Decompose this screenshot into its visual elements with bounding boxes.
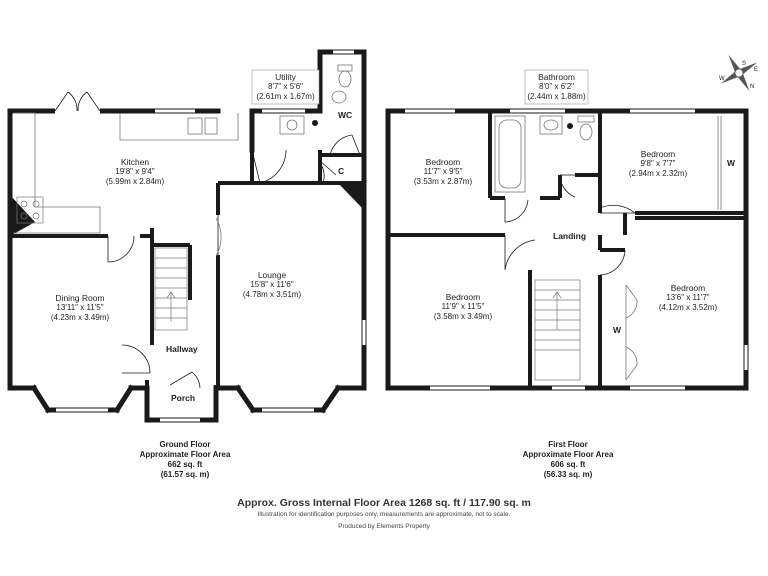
floor-area-sqm: (61.57 sq. m) (160, 470, 210, 479)
hob-icon (16, 196, 44, 224)
ground-floor-summary: Ground Floor Approximate Floor Area 662 … (110, 440, 260, 480)
room-dimensions-m: (5.99m x 2.84m) (105, 177, 165, 186)
floor-area-sqft: 662 sq. ft (167, 460, 203, 469)
room-label-bedroom-front-right: Bedroom 9'8" x 7'7" (2.94m x 2.32m) (613, 149, 703, 179)
floor-title: Ground Floor (159, 440, 211, 449)
boiler-icon (312, 120, 318, 126)
ground-floor-interior-walls (10, 150, 364, 388)
first-floor-plan (385, 108, 749, 391)
room-label-lounge: Lounge 15'8" x 11'6" (4.78m x 3.51m) (227, 270, 317, 300)
room-dimensions-m: (2.44m x 1.88m) (527, 92, 586, 101)
room-dimensions-ft: 15'8" x 11'6" (250, 280, 294, 289)
sink-icon (187, 117, 218, 135)
room-dimensions-ft: 11'7" x 9'5" (423, 167, 463, 176)
room-label-bedroom-rear-right: Bedroom 13'6" x 11'7" (4.12m x 3.52m) (643, 283, 733, 313)
kitchen-french-doors (54, 91, 101, 114)
room-label-utility: Utility 8'7" x 5'6" (2.61m x 1.67m) (252, 72, 319, 102)
floor-subtitle: Approximate Floor Area (522, 450, 614, 459)
room-dimensions-m: (3.58m x 3.49m) (433, 312, 493, 321)
room-label-landing: Landing (553, 231, 587, 241)
bath-icon (494, 115, 526, 193)
room-name: Bedroom (640, 149, 676, 159)
compass-west-label: W (719, 76, 725, 82)
room-dimensions-ft: 13'11" x 11'5" (56, 303, 104, 312)
utility-label-box (251, 69, 320, 105)
ground-floor-window-frames (56, 49, 367, 423)
room-dimensions-m: (3.53m x 2.87m) (413, 177, 473, 186)
compass-rose-icon: N S E W (719, 54, 758, 92)
floor-subtitle: Approximate Floor Area (139, 450, 231, 459)
bathroom-toilet-icon (577, 115, 595, 141)
room-dimensions-m: (4.12m x 3.52m) (658, 303, 718, 312)
compass-north-label: N (750, 84, 754, 90)
first-floor-summary: First Floor Approximate Floor Area 606 s… (493, 440, 643, 480)
room-label-bedroom-rear-left: Bedroom 11'9" x 11'5" (3.58m x 3.49m) (418, 292, 508, 322)
room-name: Kitchen (120, 157, 150, 167)
compass-south-label: S (742, 61, 746, 67)
wc-toilet-icon (331, 64, 353, 104)
room-label-kitchen: Kitchen 19'8" x 9'4" (5.99m x 2.84m) (90, 157, 180, 187)
ground-floor-windows (56, 50, 366, 422)
room-label-dining-room: Dining Room 13'11" x 11'5" (4.23m x 3.49… (35, 293, 125, 323)
room-dimensions-m: (4.23m x 3.49m) (50, 313, 110, 322)
utility-sink-icon (279, 115, 305, 135)
wardrobe-label-front: W (727, 158, 736, 168)
kitchen-worktop (13, 112, 239, 234)
room-dimensions-ft: 8'7" x 5'6" (268, 82, 303, 91)
room-name: Bedroom (445, 292, 481, 302)
basin-icon (539, 115, 563, 135)
room-dimensions-m: (4.78m x 3.51m) (242, 290, 302, 299)
room-dimensions-ft: 8'0" x 6'2" (539, 82, 574, 91)
wardrobe-front-bedroom (717, 116, 722, 210)
floor-title: First Floor (548, 440, 588, 449)
disclaimer-note: Illustration for identification purposes… (257, 511, 511, 518)
ground-floor-staircase (154, 247, 188, 331)
first-floor-window-frames (405, 108, 749, 391)
room-label-bedroom-front-left: Bedroom 11'7" x 9'5" (3.53m x 2.87m) (398, 157, 488, 187)
first-floor-windows (405, 109, 748, 390)
room-label-cupboard: C (338, 166, 345, 176)
floor-area-sqft: 606 sq. ft (550, 460, 586, 469)
producer-credit: Produced by Elements Property (338, 523, 430, 530)
floor-area-sqm: (56.33 sq. m) (543, 470, 593, 479)
compass-east-label: E (754, 67, 758, 73)
wardrobe-rear-bedroom (625, 284, 638, 381)
wardrobe-label-rear: W (613, 325, 622, 335)
kitchen-chimney-breast (10, 195, 35, 236)
first-floor-doors (504, 174, 637, 276)
room-name: Utility (275, 72, 296, 82)
room-name: Lounge (257, 270, 287, 280)
room-name: Bedroom (425, 157, 461, 167)
ground-floor-doors (107, 134, 361, 389)
lounge-chimney-breast (338, 183, 364, 210)
room-label-wc: WC (338, 110, 353, 120)
room-dimensions-m: (2.94m x 2.32m) (628, 169, 688, 178)
room-name: Bathroom (538, 72, 575, 82)
room-dimensions-ft: 9'8" x 7'7" (640, 159, 676, 168)
room-name: Dining Room (55, 293, 105, 303)
bathroom-label-box (524, 69, 589, 105)
room-dimensions-ft: 13'6" x 11'7" (666, 293, 710, 302)
room-dimensions-ft: 11'9" x 11'5" (441, 302, 485, 311)
first-floor-staircase (534, 279, 581, 381)
room-dimensions-ft: 19'8" x 9'4" (115, 167, 155, 176)
room-dimensions-m: (2.61m x 1.67m) (256, 92, 315, 101)
room-label-hallway: Hallway (166, 344, 198, 354)
room-label-porch: Porch (171, 393, 196, 403)
first-floor-interior-walls (388, 111, 746, 388)
room-label-bathroom: Bathroom 8'0" x 6'2" (2.44m x 1.88m) (525, 72, 588, 102)
ground-floor-plan (7, 49, 367, 423)
bathroom-fitting-icon (567, 123, 573, 129)
room-name: Bedroom (670, 283, 706, 293)
gross-floor-area-total: Approx. Gross Internal Floor Area 1268 s… (237, 497, 531, 509)
